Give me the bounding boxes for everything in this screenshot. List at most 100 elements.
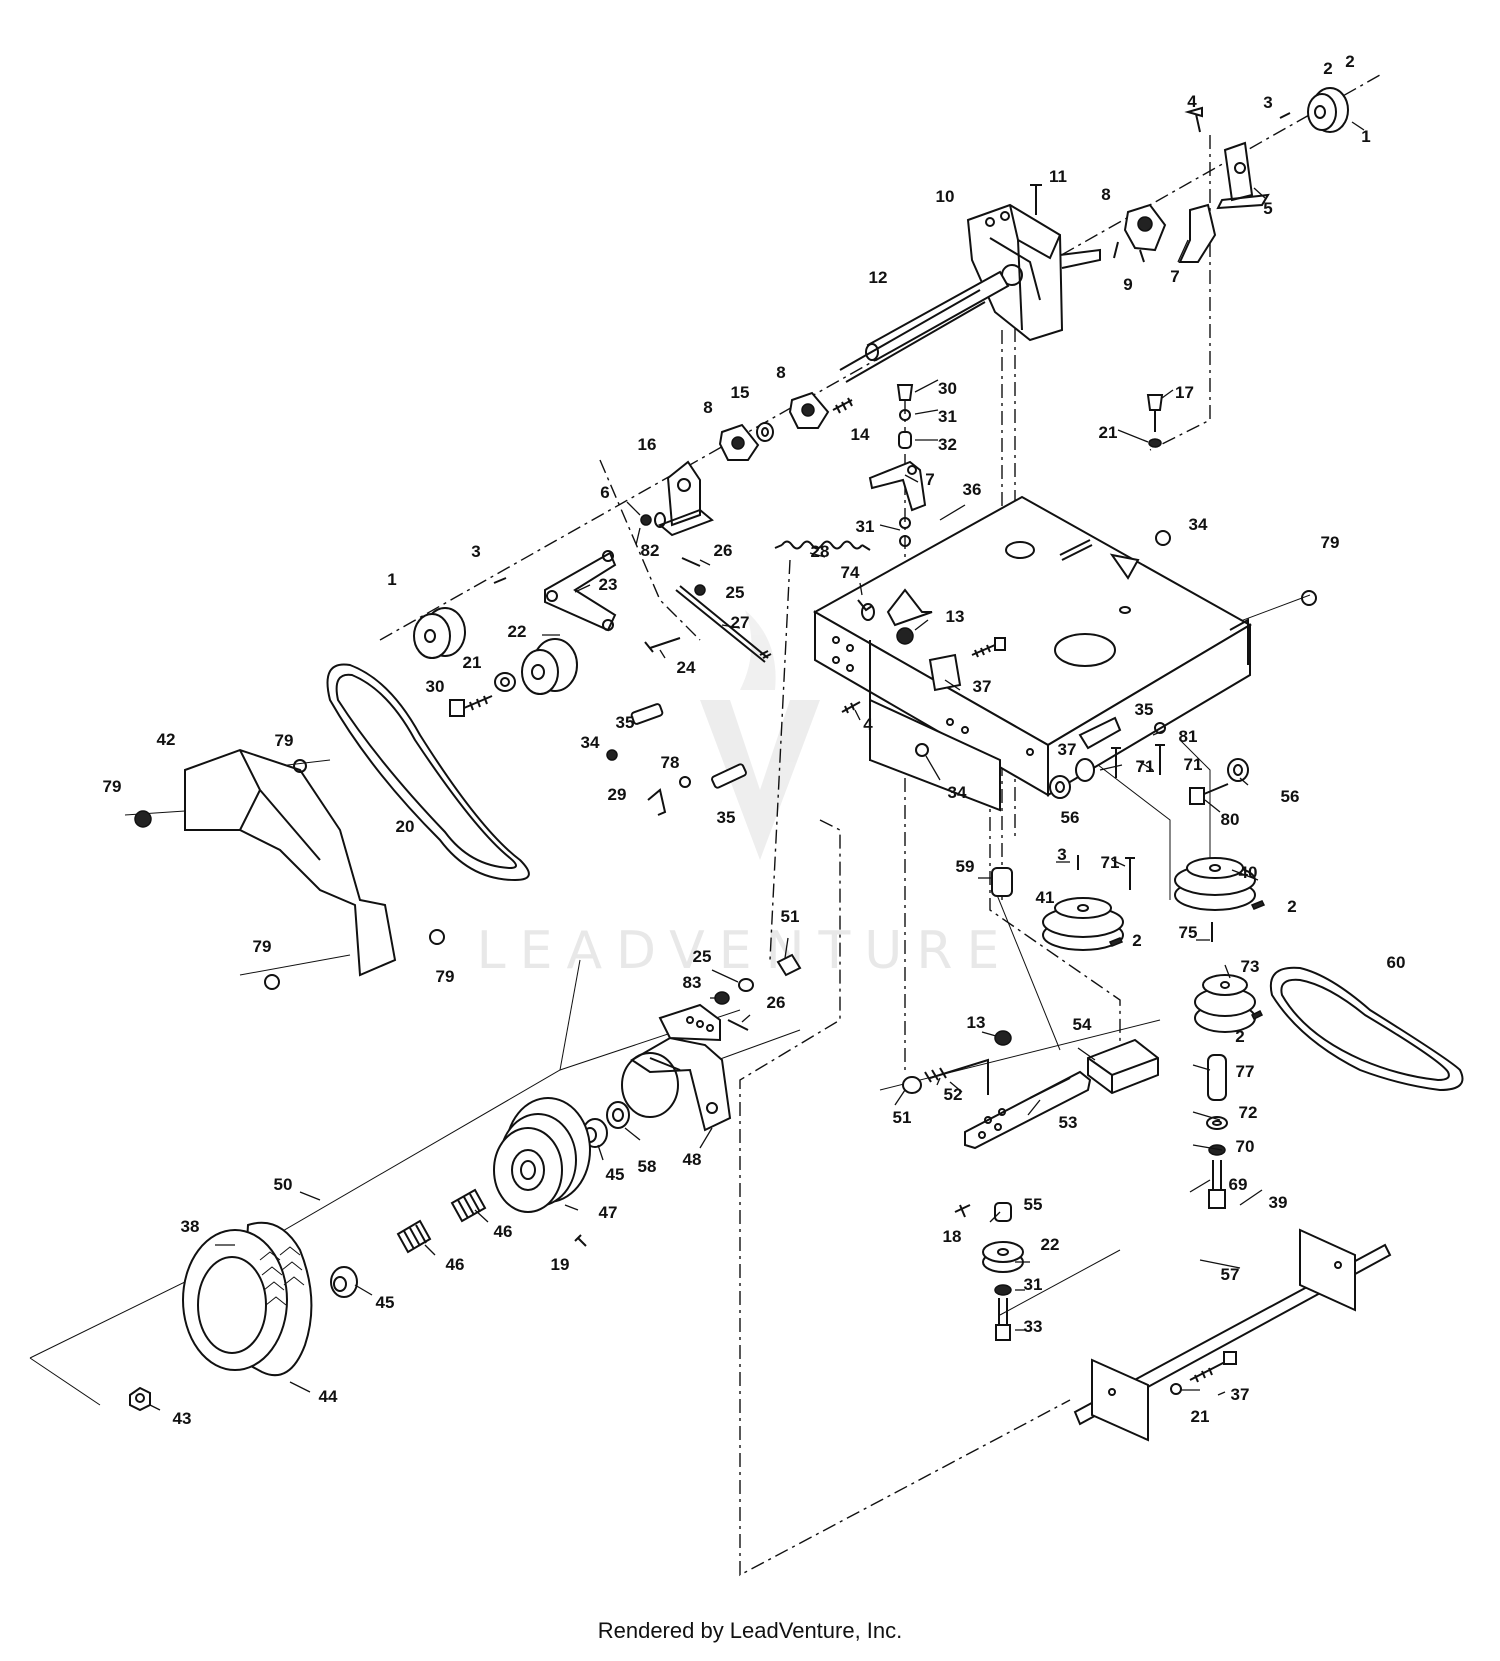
- bolt-71-c: [1125, 857, 1135, 890]
- callout-6: 6: [600, 483, 609, 502]
- callout-46: 46: [494, 1222, 513, 1241]
- callout-31: 31: [1024, 1275, 1043, 1294]
- nut-79-bottom-b: [429, 929, 445, 945]
- pulley-top-right: [1307, 87, 1349, 133]
- pulley-40: [1174, 857, 1256, 911]
- callout-57: 57: [1221, 1265, 1240, 1284]
- pin-35-upper: [630, 703, 664, 725]
- spacer-77: [1207, 1054, 1227, 1101]
- washer-70: [1208, 1144, 1226, 1156]
- bolt-30-left: [449, 695, 493, 717]
- pin-24: [644, 637, 681, 653]
- callout-2: 2: [1235, 1027, 1244, 1046]
- bolt-71-a: [1111, 747, 1121, 778]
- washer-78: [679, 776, 691, 788]
- washer-15: [756, 422, 774, 442]
- callout-35: 35: [1135, 700, 1154, 719]
- washer-81: [1154, 722, 1166, 734]
- bolt-11: [1030, 184, 1042, 215]
- belt-guard-42: [184, 748, 397, 977]
- nut-34-right: [1155, 530, 1171, 546]
- callout-35: 35: [717, 808, 736, 827]
- callout-41: 41: [1036, 888, 1055, 907]
- mount-bracket-74: [861, 588, 933, 627]
- watermark-brand-text: LEADVENTURE: [477, 921, 1014, 981]
- callout-13: 13: [967, 1013, 986, 1032]
- callout-21: 21: [1191, 1407, 1210, 1426]
- callout-56: 56: [1061, 808, 1080, 827]
- callout-22: 22: [1041, 1235, 1060, 1254]
- setscrew-2-73: [1250, 1009, 1264, 1021]
- deck-housing-36: [812, 495, 1252, 812]
- callout-25: 25: [693, 947, 712, 966]
- callout-44: 44: [319, 1387, 338, 1406]
- bolt-14: [832, 397, 853, 414]
- callout-4: 4: [1187, 92, 1197, 111]
- callout-1: 1: [387, 570, 396, 589]
- callout-22: 22: [508, 622, 527, 641]
- washer-6: [640, 512, 666, 528]
- callout-26: 26: [767, 993, 786, 1012]
- callout-51: 51: [781, 907, 800, 926]
- callout-40: 40: [1239, 863, 1258, 882]
- bolt-69: [1208, 1160, 1226, 1209]
- pulley-73: [1194, 974, 1256, 1033]
- callout-30: 30: [426, 677, 445, 696]
- washer-21-top: [1148, 438, 1162, 448]
- setscrew-19: [574, 1234, 587, 1247]
- bolt-17: [1146, 394, 1164, 432]
- belt-60: [1269, 966, 1464, 1092]
- bracket-plate-37: [928, 653, 962, 692]
- bolt-37-upper: [971, 637, 1006, 658]
- washer-58: [606, 1101, 630, 1129]
- callout-34: 34: [581, 733, 600, 752]
- callout-53: 53: [1059, 1113, 1078, 1132]
- callout-31: 31: [856, 517, 875, 536]
- callout-46: 46: [446, 1255, 465, 1274]
- callout-31: 31: [938, 407, 957, 426]
- washer-31-lower: [994, 1284, 1012, 1296]
- callout-4: 4: [863, 715, 873, 734]
- callout-9: 9: [1123, 275, 1132, 294]
- nut-79-left-b: [293, 759, 307, 773]
- belt-20: [326, 663, 530, 882]
- callout-35: 35: [616, 713, 635, 732]
- callout-52: 52: [944, 1085, 963, 1104]
- bolt-71-b: [1155, 744, 1165, 775]
- washer-31-top: [899, 409, 911, 421]
- callout-58: 58: [638, 1157, 657, 1176]
- callout-8: 8: [703, 398, 712, 417]
- callout-8: 8: [1101, 185, 1110, 204]
- spacer-55: [994, 1202, 1012, 1222]
- callout-10: 10: [936, 187, 955, 206]
- washer-21-lower: [1170, 1383, 1182, 1395]
- swivel-51-lower: [902, 1076, 922, 1094]
- axle-57: [1073, 1228, 1392, 1442]
- callout-32: 32: [938, 435, 957, 454]
- washer-72: [1206, 1116, 1228, 1130]
- callout-79: 79: [253, 937, 272, 956]
- callout-43: 43: [173, 1409, 192, 1428]
- render-credit-footer: Rendered by LeadVenture, Inc.: [597, 1618, 903, 1643]
- bearing-46-lower: [396, 1219, 432, 1254]
- nut-43: [129, 1386, 151, 1412]
- callout-29: 29: [608, 785, 627, 804]
- callout-30: 30: [938, 379, 957, 398]
- callout-80: 80: [1221, 810, 1240, 829]
- callout-5: 5: [1263, 199, 1272, 218]
- rod-27: [675, 585, 772, 663]
- nut-34-left: [606, 749, 618, 761]
- wing-pin: [1184, 106, 1203, 133]
- clip-29: [647, 788, 667, 816]
- callout-73: 73: [1241, 957, 1260, 976]
- callout-54: 54: [1073, 1015, 1092, 1034]
- callout-59: 59: [956, 857, 975, 876]
- callout-37: 37: [973, 677, 992, 696]
- pad-54: [1087, 1038, 1159, 1095]
- callout-25: 25: [726, 583, 745, 602]
- lever-7-middle: [868, 460, 927, 512]
- callout-50: 50: [274, 1175, 293, 1194]
- pin-18: [954, 1204, 971, 1218]
- callout-79: 79: [275, 731, 294, 750]
